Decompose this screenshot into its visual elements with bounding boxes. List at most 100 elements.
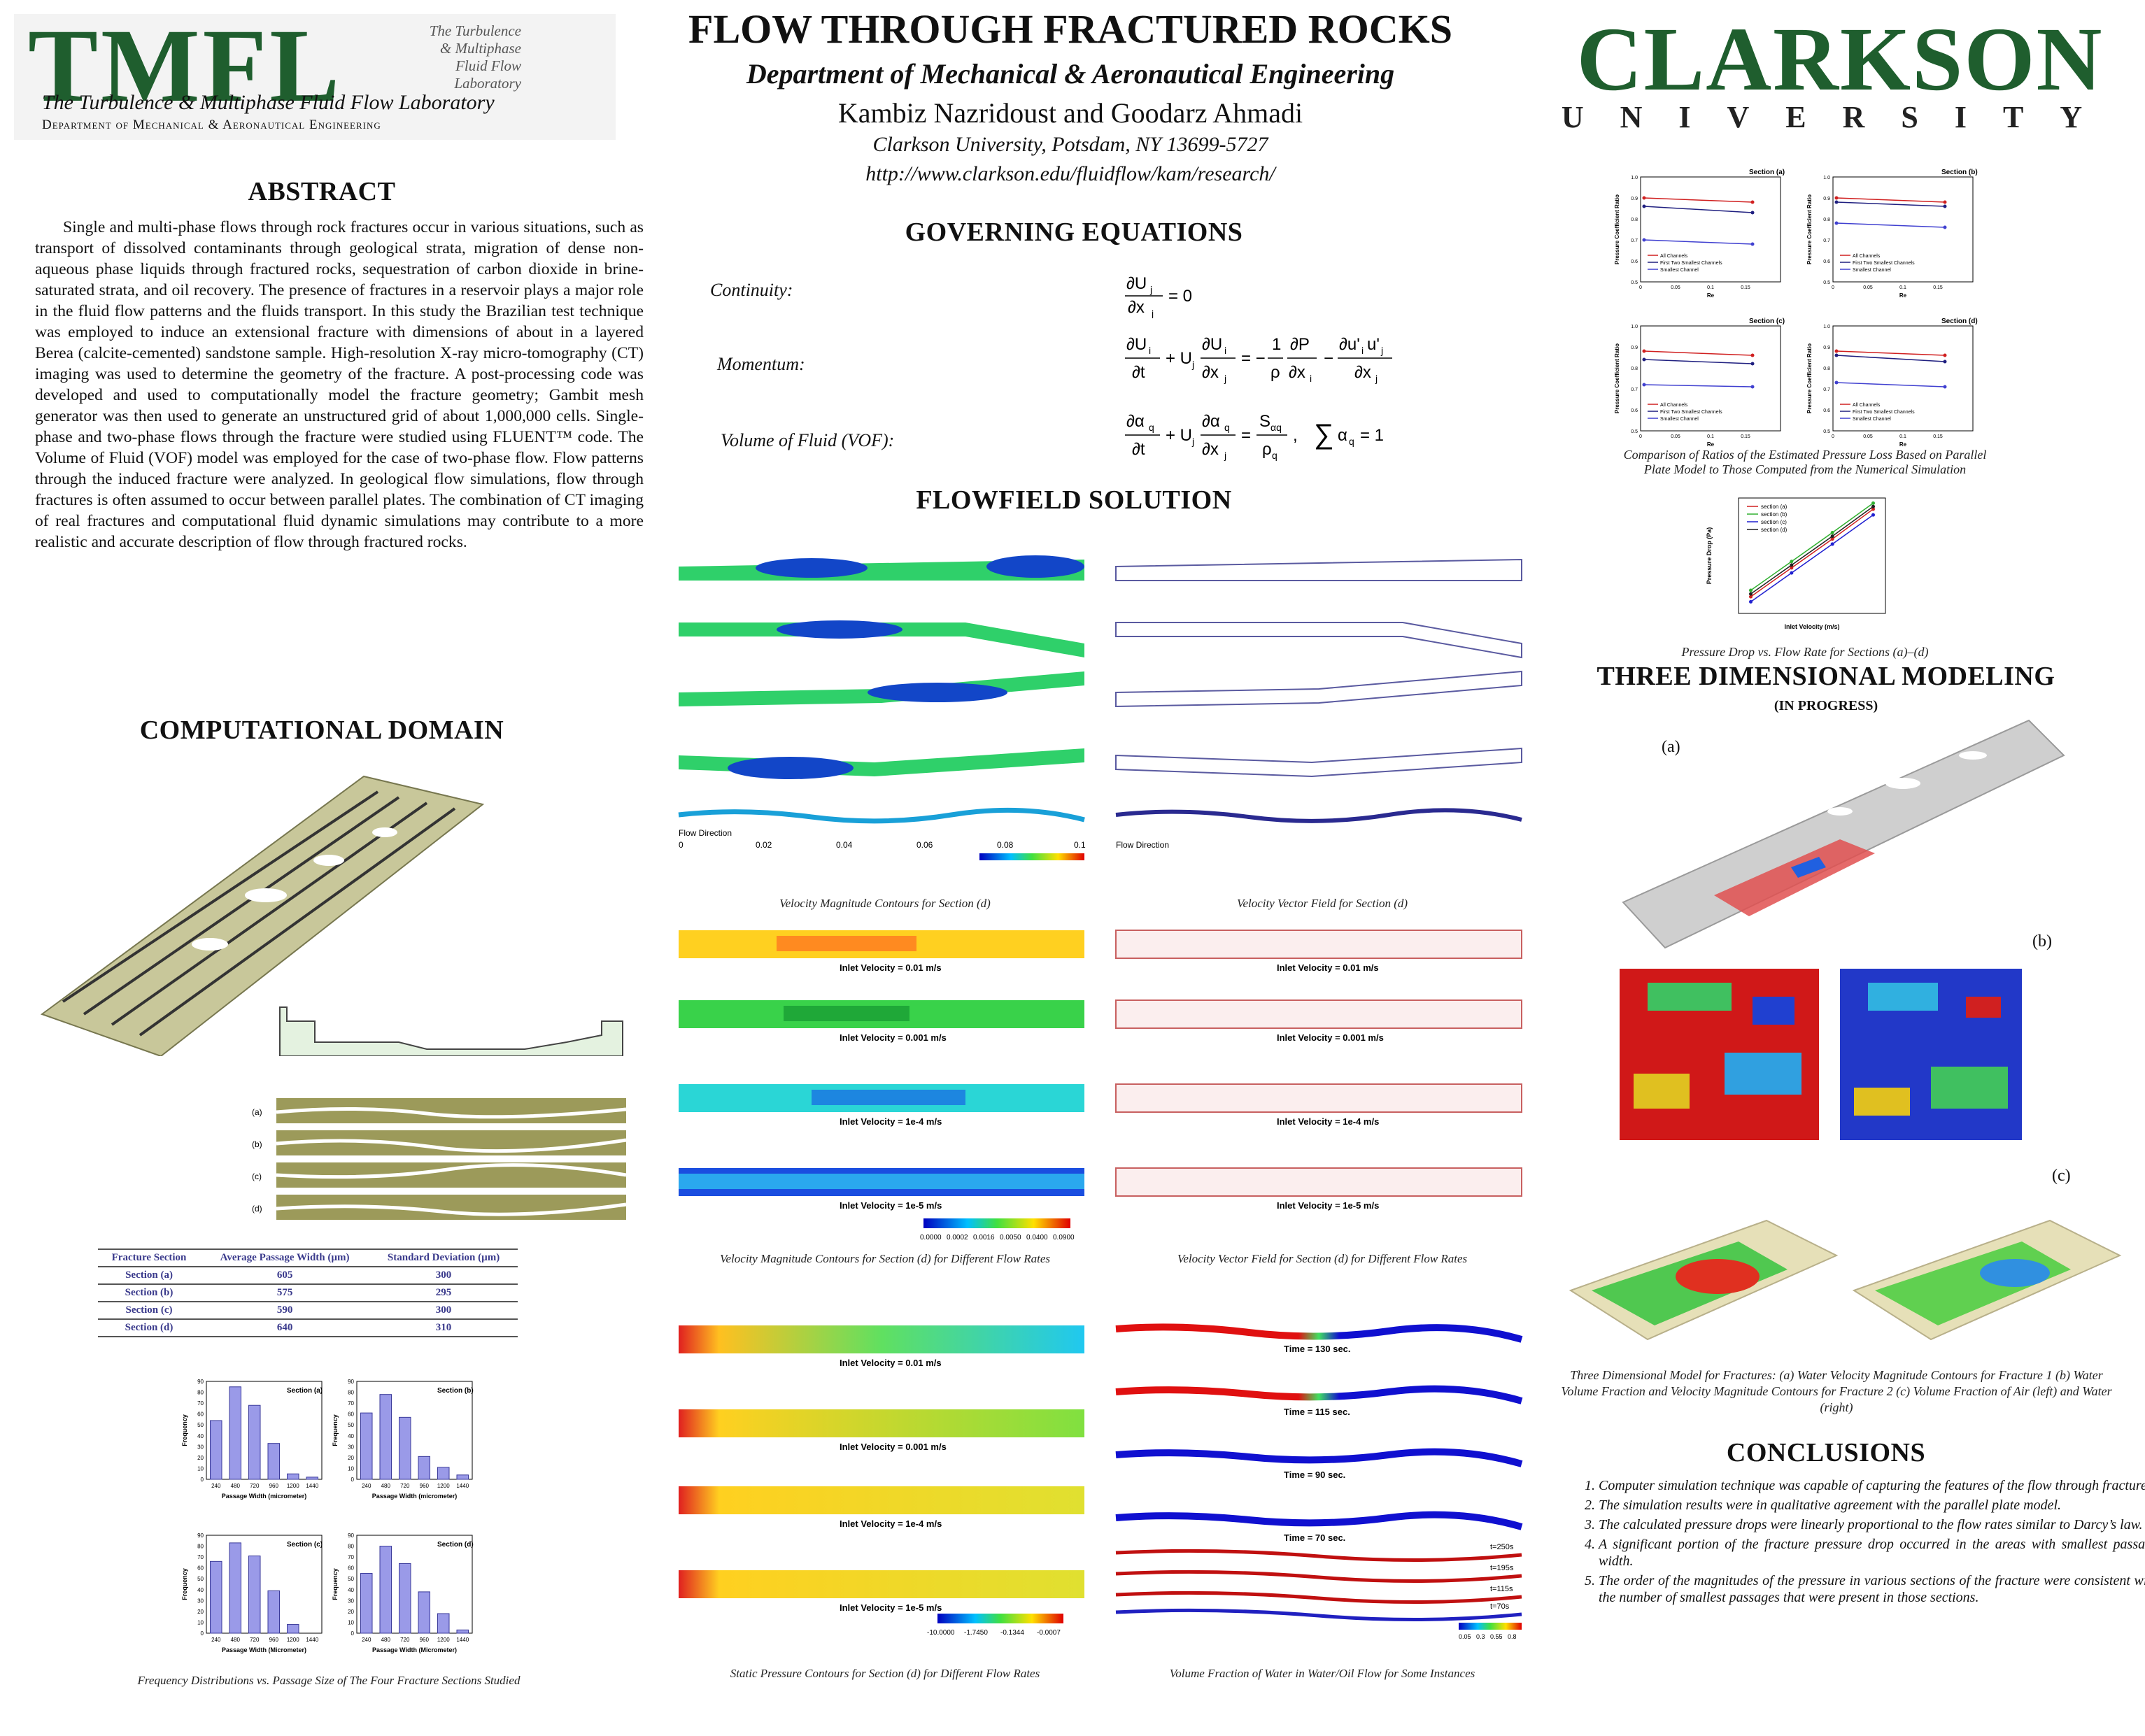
histogram-bar: [360, 1412, 373, 1480]
histogram-bar: [399, 1416, 411, 1480]
authors: Kambiz Nazridoust and Goodarz Ahmadi: [837, 97, 1303, 129]
time-label: Time = 130 sec.: [1284, 1344, 1351, 1354]
y-axis-label: Frequency: [181, 1414, 188, 1446]
x-tick-label: 240: [211, 1483, 221, 1489]
computational-domain-heading: COMPUTATIONAL DOMAIN: [139, 716, 504, 745]
histogram-bar: [248, 1556, 261, 1634]
svg-text:∑: ∑: [1314, 419, 1334, 450]
lab-logo-text: TMFL: [28, 8, 343, 124]
histogram-bar: [379, 1546, 392, 1634]
y-tick-label: 0.8: [1631, 367, 1638, 371]
y-tick-label: 90: [197, 1379, 204, 1385]
legend-label: All Channels: [1660, 403, 1688, 408]
lab-logo-line: & Multiphase: [439, 40, 521, 57]
table-cell: 640: [200, 1319, 370, 1337]
svg-text:S: S: [1259, 412, 1270, 431]
histogram-bar: [418, 1456, 430, 1480]
lab-logo-line: The Turbulence: [429, 22, 521, 39]
svg-text:+ U: + U: [1166, 426, 1192, 445]
y-tick-label: 40: [197, 1433, 204, 1439]
histogram-bar: [248, 1404, 261, 1480]
department: Department of Mechanical & Aeronautical …: [746, 58, 1395, 90]
strip-label: (c): [252, 1172, 262, 1181]
x-tick-label: 1440: [306, 1483, 318, 1489]
conclusion-item: The order of the magnitudes of the press…: [1599, 1572, 2145, 1606]
y-tick-label: 30: [348, 1444, 354, 1450]
series-line: [1836, 350, 1946, 356]
series-line: [1750, 508, 1874, 597]
table-cell: Section (b): [98, 1284, 201, 1302]
y-axis-label: Pressure Coefficient Ratio: [1614, 343, 1620, 413]
table-cell: 300: [369, 1267, 518, 1285]
legend-label: section (c): [1761, 519, 1787, 525]
y-tick-label: 60: [348, 1411, 354, 1418]
y-axis-label: Pressure Coefficient Ratio: [1614, 194, 1620, 264]
abstract-heading: ABSTRACT: [248, 177, 396, 206]
x-tick-label: 0.05: [1863, 285, 1873, 290]
x-axis-label: Re: [1899, 292, 1907, 299]
plot-frame: [206, 1535, 323, 1634]
y-tick-label: 40: [348, 1587, 354, 1593]
svg-text:= 1: = 1: [1360, 426, 1384, 445]
series-line: [1643, 206, 1753, 213]
strip-label: (d): [252, 1204, 262, 1214]
x-axis-label: Re: [1899, 441, 1907, 448]
data-point: [1871, 507, 1875, 511]
x-tick-label: 0.1: [1707, 285, 1714, 290]
url[interactable]: http://www.clarkson.edu/fluidflow/kam/re…: [865, 162, 1275, 185]
scale-tick: 0.55: [1490, 1633, 1503, 1640]
x-tick-label: 720: [400, 1637, 410, 1643]
x-tick-label: 480: [231, 1483, 241, 1489]
legend-label: Smallest Channel: [1853, 268, 1891, 273]
pressure-drop-chart: section (a)section (b)section (c)section…: [1706, 497, 1886, 630]
data-point: [1834, 349, 1839, 353]
table-cell: Section (c): [98, 1302, 201, 1320]
svg-text:−: −: [1324, 349, 1333, 368]
histogram-bar: [306, 1477, 318, 1480]
series-line: [1643, 384, 1753, 387]
time-label: Time = 90 sec.: [1284, 1470, 1345, 1480]
x-tick-label: 0.15: [1741, 285, 1750, 290]
x-tick-label: 0.05: [1671, 285, 1680, 290]
x-tick-label: 0.1: [1707, 434, 1714, 439]
legend-label: section (b): [1761, 511, 1788, 518]
svg-text:i: i: [1149, 345, 1151, 356]
histogram-bar: [437, 1467, 450, 1480]
svg-text:q: q: [1149, 422, 1154, 433]
histogram-bar: [456, 1629, 469, 1634]
lab-logo-line: Laboratory: [454, 75, 521, 92]
x-tick-label: 0: [1639, 285, 1642, 290]
pressure-contours-flow-rates: Inlet Velocity = 0.01 m/s Inlet Velocity…: [679, 1325, 1084, 1637]
scale-tick: 0.0000: [920, 1234, 942, 1241]
y-tick-label: 60: [197, 1411, 204, 1418]
y-tick-label: 40: [197, 1587, 204, 1593]
y-tick-label: 0.5: [1823, 280, 1830, 285]
table-row: Section (b) 575 295: [98, 1284, 518, 1302]
scale-tick: -0.1344: [1000, 1629, 1024, 1637]
data-point: [1642, 349, 1646, 353]
plot-frame: [1832, 325, 1974, 432]
y-tick-label: 0.7: [1823, 239, 1830, 243]
data-point: [1749, 592, 1753, 596]
svg-text:q: q: [1272, 450, 1277, 461]
three-d-model-b-left: [1620, 969, 1819, 1140]
legend-label: Smallest Channel: [1660, 417, 1699, 422]
svg-text:∂t: ∂t: [1132, 363, 1145, 382]
svg-text:i: i: [1361, 345, 1364, 356]
scale-tick: 0.0400: [1026, 1234, 1048, 1241]
three-d-subheading: (IN PROGRESS): [1774, 698, 1878, 713]
plot-frame: [356, 1381, 473, 1480]
series-line: [1836, 222, 1946, 228]
y-tick-label: 0: [351, 1630, 355, 1637]
y-axis-label: Frequency: [332, 1568, 339, 1600]
legend-label: section (d): [1761, 527, 1788, 533]
x-tick-label: 1440: [456, 1637, 469, 1643]
data-point: [1642, 196, 1646, 200]
table-row: Section (c) 590 300: [98, 1302, 518, 1320]
scale-tick: 0.05: [1459, 1633, 1471, 1640]
x-tick-label: 1440: [306, 1637, 318, 1643]
three-d-model-a: [1622, 719, 2065, 949]
